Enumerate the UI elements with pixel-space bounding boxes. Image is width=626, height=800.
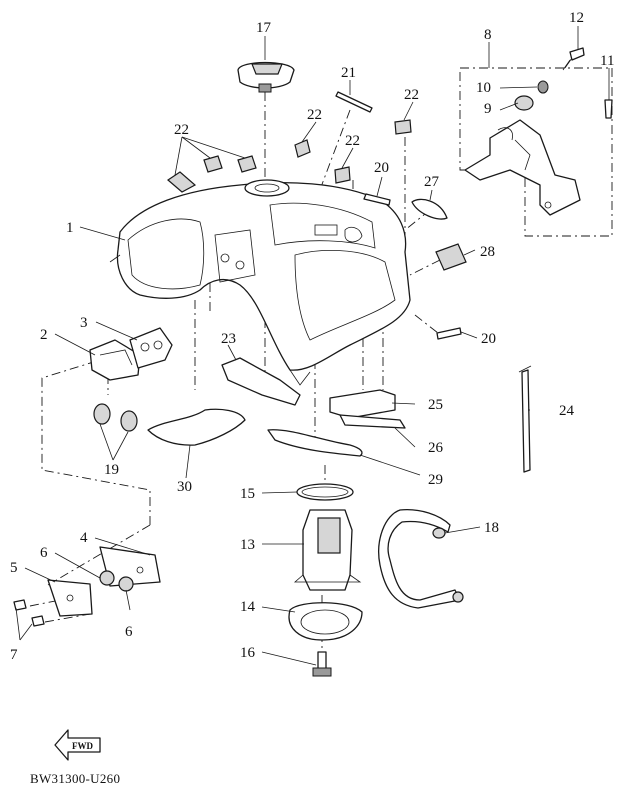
callout-4: 4 [80,530,88,546]
callout-8: 8 [484,27,492,43]
callout-17: 17 [256,20,272,36]
bracket-assembly [464,47,613,216]
callout-22c: 22 [345,133,360,149]
callout-22d: 22 [404,87,419,103]
callout-1: 1 [66,220,74,236]
callout-24: 24 [559,403,575,419]
callout-23: 23 [221,331,236,347]
callout-6b: 6 [125,624,133,640]
callout-3: 3 [80,315,88,331]
drawing-code: BW31300-U260 [30,771,121,786]
fuel-pump-area [288,483,464,677]
callout-28: 28 [480,244,495,260]
fwd-label: FWD [72,741,93,751]
callout-7: 7 [10,647,18,663]
group-outline-bracket-assembly [459,67,613,237]
lower-bracket [13,546,161,627]
callout-19: 19 [104,462,119,478]
callout-13: 13 [240,537,255,553]
callout-26: 26 [428,440,444,456]
group-outline-lower-bracket [47,524,151,586]
leader-lines [15,26,610,666]
callout-20b: 20 [481,331,496,347]
callout-numbers: 1 2 3 4 5 6 6 7 8 9 10 11 12 13 14 15 16… [10,10,614,663]
brackets-and-covers [89,327,532,473]
callout-27: 27 [424,174,440,190]
callout-21: 21 [341,65,356,81]
callout-22b: 22 [307,107,322,123]
callout-11: 11 [600,53,614,69]
callout-6a: 6 [40,545,48,561]
callout-16: 16 [240,645,256,661]
callout-2: 2 [40,327,48,343]
callout-25: 25 [428,397,443,413]
callout-10: 10 [476,80,491,96]
callout-9: 9 [484,101,492,117]
callout-18: 18 [484,520,499,536]
group-outline-left-brackets [41,359,151,525]
callout-12: 12 [569,10,584,26]
small-parts-top [167,91,467,340]
fwd-arrow: FWD [54,729,101,761]
callout-14: 14 [240,599,256,615]
callout-30: 30 [177,479,192,495]
callout-20a: 20 [374,160,389,176]
fuel-cap [237,61,295,93]
callout-22a: 22 [174,122,189,138]
callout-5: 5 [10,560,18,576]
callout-29: 29 [428,472,443,488]
fuel-tank [109,179,411,386]
callout-15: 15 [240,486,255,502]
